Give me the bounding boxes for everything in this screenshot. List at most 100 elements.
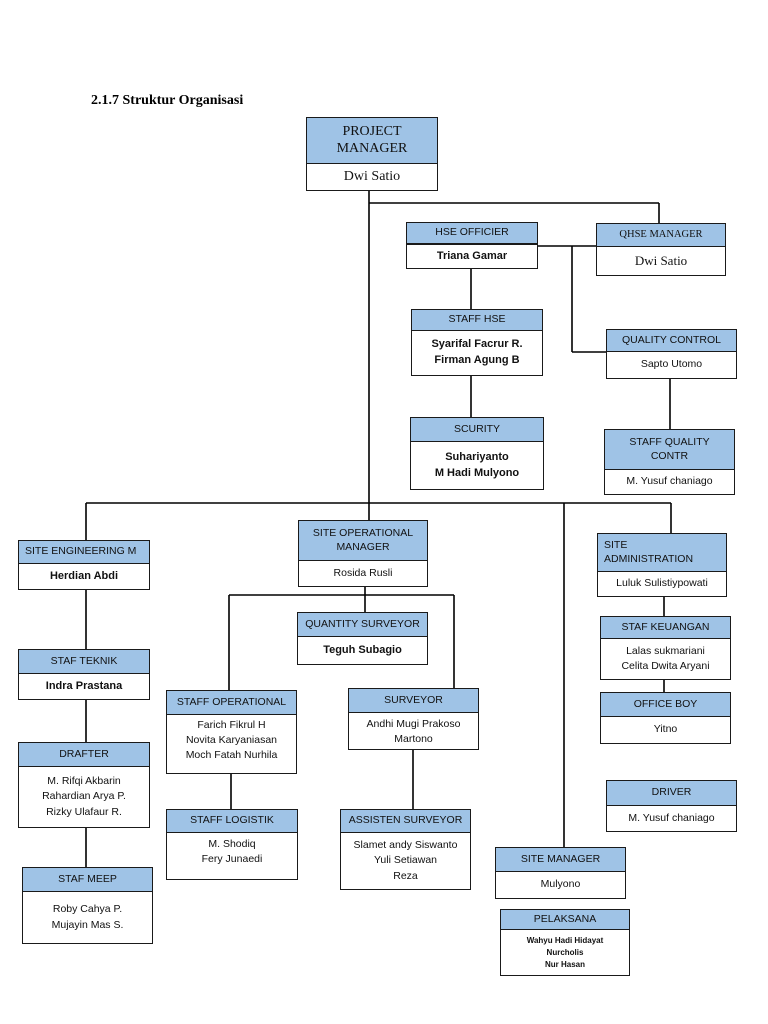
member-name: Teguh Subagio	[323, 643, 402, 656]
node-members: Dwi Satio	[597, 247, 725, 275]
node-title: STAFF QUALITY CONTR	[605, 430, 734, 470]
quantity-surveyor-box: QUANTITY SURVEYOR Teguh Subagio	[297, 612, 428, 665]
pelaksana-box: PELAKSANA Wahyu Hadi Hidayat Nurcholis N…	[500, 909, 630, 976]
driver-box: DRIVER M. Yusuf chaniago	[606, 780, 737, 832]
site-operational-manager-box: SITE OPERATIONAL MANAGER Rosida Rusli	[298, 520, 428, 587]
member-name: Indra Prastana	[45, 679, 123, 692]
staff-hse-box: STAFF HSE Syarifal Facrur R. Firman Agun…	[411, 309, 543, 376]
node-members: Rosida Rusli	[299, 561, 427, 586]
node-members: Yitno	[601, 717, 730, 743]
office-boy-box: OFFICE BOY Yitno	[600, 692, 731, 744]
assisten-surveyor-box: ASSISTEN SURVEYOR Slamet andy Siswanto Y…	[340, 809, 471, 890]
member-name: Herdian Abdi	[49, 569, 119, 582]
node-members: Mulyono	[496, 872, 625, 898]
member-name: Lalas sukmariani	[626, 644, 705, 657]
member-name: Dwi Satio	[343, 168, 401, 184]
node-members: Syarifal Facrur R. Firman Agung B	[412, 331, 542, 375]
staf-keuangan-box: STAF KEUANGAN Lalas sukmariani Celita Dw…	[600, 616, 731, 680]
member-name: M. Yusuf chaniago	[626, 475, 713, 488]
site-administration-box: SITE ADMINISTRATION Luluk Sulistiypowati	[597, 533, 727, 597]
node-members: Triana Gamar	[407, 244, 537, 268]
node-members: Roby Cahya P. Mujayin Mas S.	[23, 892, 152, 943]
node-members: Lalas sukmariani Celita Dwita Aryani	[601, 639, 730, 679]
member-name: Nurcholis	[546, 947, 584, 957]
member-name: Mulyono	[540, 878, 581, 891]
node-members: M. Yusuf chaniago	[607, 806, 736, 831]
node-title: STAF KEUANGAN	[601, 617, 730, 639]
node-members: M. Rifqi Akbarin Rahardian Arya P. Rizky…	[19, 767, 149, 827]
member-name: Dwi Satio	[634, 252, 688, 268]
member-name: Yitno	[653, 723, 678, 736]
scurity-box: SCURITY Suhariyanto M Hadi Mulyono	[410, 417, 544, 490]
member-name: M. Rifqi Akbarin	[47, 775, 121, 788]
node-title: STAFF OPERATIONAL	[167, 691, 296, 715]
member-name: Reza	[393, 869, 418, 882]
node-members: Teguh Subagio	[298, 637, 427, 664]
node-title: PROJECT MANAGER	[307, 118, 437, 164]
node-title: OFFICE BOY	[601, 693, 730, 717]
node-title: SURVEYOR	[349, 689, 478, 713]
node-title: DRIVER	[607, 781, 736, 806]
staff-quality-contr-box: STAFF QUALITY CONTR M. Yusuf chaniago	[604, 429, 735, 495]
node-title: STAFF HSE	[412, 310, 542, 331]
node-members: M. Shodiq Fery Junaedi	[167, 833, 297, 879]
node-members: Dwi Satio	[307, 164, 437, 190]
member-name: M Hadi Mulyono	[434, 466, 520, 479]
staf-teknik-box: STAF TEKNIK Indra Prastana	[18, 649, 150, 700]
node-title: SITE ENGINEERING M	[19, 541, 149, 564]
member-name: Fery Junaedi	[201, 853, 263, 866]
node-title: SITE ADMINISTRATION	[598, 534, 726, 572]
node-members: Andhi Mugi Prakoso Martono	[349, 713, 478, 749]
staf-meep-box: STAF MEEP Roby Cahya P. Mujayin Mas S.	[22, 867, 153, 944]
page-heading: 2.1.7 Struktur Organisasi	[91, 93, 244, 108]
member-name: Celita Dwita Aryani	[621, 660, 710, 672]
node-members: Luluk Sulistiypowati	[598, 572, 726, 596]
drafter-box: DRAFTER M. Rifqi Akbarin Rahardian Arya …	[18, 742, 150, 828]
staff-operational-box: STAFF OPERATIONAL Farich Fikrul H Novita…	[166, 690, 297, 774]
node-members: Herdian Abdi	[19, 564, 149, 589]
node-members: Slamet andy Siswanto Yuli Setiawan Reza	[341, 833, 470, 889]
project-manager-box: PROJECT MANAGER Dwi Satio	[306, 117, 438, 191]
surveyor-box: SURVEYOR Andhi Mugi Prakoso Martono	[348, 688, 479, 750]
member-name: Yuli Setiawan	[373, 854, 438, 867]
qhse-manager-box: QHSE MANAGER Dwi Satio	[596, 223, 726, 276]
member-name: Triana Gamar	[436, 249, 508, 262]
member-name: M. Shodiq	[208, 838, 256, 850]
member-name: Wahyu Hadi Hidayat	[526, 935, 604, 945]
node-title: PELAKSANA	[501, 910, 629, 930]
node-title: DRAFTER	[19, 743, 149, 767]
node-members: Wahyu Hadi Hidayat Nurcholis Nur Hasan	[501, 930, 629, 975]
node-title: SCURITY	[411, 418, 543, 442]
node-members: Farich Fikrul H Novita Karyaniasan Moch …	[167, 715, 296, 773]
node-members: Indra Prastana	[19, 674, 149, 699]
hse-officier-box: HSE OFFICIER Triana Gamar	[406, 222, 538, 269]
node-title: STAF TEKNIK	[19, 650, 149, 674]
node-title: QUALITY CONTROL	[607, 330, 736, 352]
site-engineering-box: SITE ENGINEERING M Herdian Abdi	[18, 540, 150, 590]
member-name: Farich Fikrul H	[197, 719, 266, 731]
member-name: Syarifal Facrur R.	[431, 338, 523, 351]
node-title: SITE MANAGER	[496, 848, 625, 872]
node-title: ASSISTEN SURVEYOR	[341, 810, 470, 833]
member-name: Nur Hasan	[544, 959, 585, 969]
member-name: Rizky Ulafaur R.	[46, 805, 122, 818]
member-name: Mujayin Mas S.	[51, 918, 124, 931]
node-members: Sapto Utomo	[607, 352, 736, 378]
node-title: STAF MEEP	[23, 868, 152, 892]
member-name: Andhi Mugi Prakoso	[366, 718, 461, 730]
member-name: Roby Cahya P.	[52, 903, 123, 916]
staff-logistik-box: STAFF LOGISTIK M. Shodiq Fery Junaedi	[166, 809, 298, 880]
quality-control-box: QUALITY CONTROL Sapto Utomo	[606, 329, 737, 379]
node-members: M. Yusuf chaniago	[605, 470, 734, 494]
member-name: Sapto Utomo	[640, 358, 703, 371]
member-name: M. Yusuf chaniago	[628, 811, 715, 824]
member-name: Novita Karyaniasan	[185, 734, 278, 747]
member-name: Moch Fatah Nurhila	[185, 749, 278, 762]
member-name: Rosida Rusli	[333, 566, 393, 579]
member-name: Luluk Sulistiypowati	[616, 577, 708, 590]
member-name: Rahardian Arya P.	[42, 790, 126, 803]
member-name: Firman Agung B	[434, 354, 520, 366]
node-members: Suhariyanto M Hadi Mulyono	[411, 442, 543, 489]
node-title: HSE OFFICIER	[407, 223, 537, 244]
